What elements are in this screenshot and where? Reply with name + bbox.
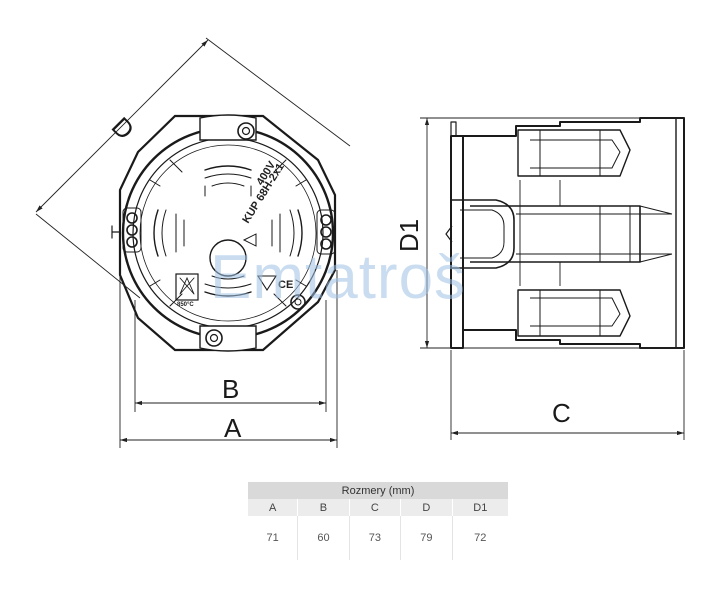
table-value-c: 73 xyxy=(348,516,401,560)
dimensions-table: Rozmery (mm) A B C D D1 71 60 73 79 72 xyxy=(248,482,508,560)
table-value-d: 79 xyxy=(400,516,453,560)
ce-mark: CE xyxy=(278,279,293,291)
temperature-marking: 850°C xyxy=(177,302,194,308)
table-title: Rozmery (mm) xyxy=(248,482,508,499)
watermark-text: Emtatroš xyxy=(210,243,466,312)
table-header-d1: D1 xyxy=(451,499,508,516)
center-knockout xyxy=(209,239,247,277)
dimension-d-line xyxy=(35,39,209,213)
technical-drawing: 400V KUP 68H-2x1 CE 850°C xyxy=(35,37,685,448)
label-c: C xyxy=(552,398,571,428)
side-view xyxy=(445,117,685,349)
screw-left-1 xyxy=(126,212,138,224)
table-value-d1: 72 xyxy=(451,516,508,560)
table-header-row: A B C D D1 xyxy=(248,499,508,516)
table-header-d: D xyxy=(400,499,453,516)
screw-hole-top xyxy=(237,122,255,140)
table-value-b: 60 xyxy=(297,516,350,560)
label-d: D xyxy=(106,111,140,145)
label-b: B xyxy=(222,374,239,404)
label-a: A xyxy=(224,413,242,443)
dimension-lines xyxy=(35,37,685,448)
front-view xyxy=(111,114,337,352)
label-d1: D1 xyxy=(394,219,424,252)
table-header-c: C xyxy=(348,499,401,516)
table-value-a: 71 xyxy=(266,532,279,544)
screw-lower-right xyxy=(290,294,306,310)
vde-triangle-icon xyxy=(256,275,278,292)
table-row: 71 60 73 79 72 xyxy=(248,516,508,560)
fire-symbol xyxy=(175,273,199,301)
table-header-a: A xyxy=(248,499,298,516)
table-header-b: B xyxy=(297,499,350,516)
screw-right-1 xyxy=(320,214,332,226)
screw-hole-bottom xyxy=(205,329,223,347)
